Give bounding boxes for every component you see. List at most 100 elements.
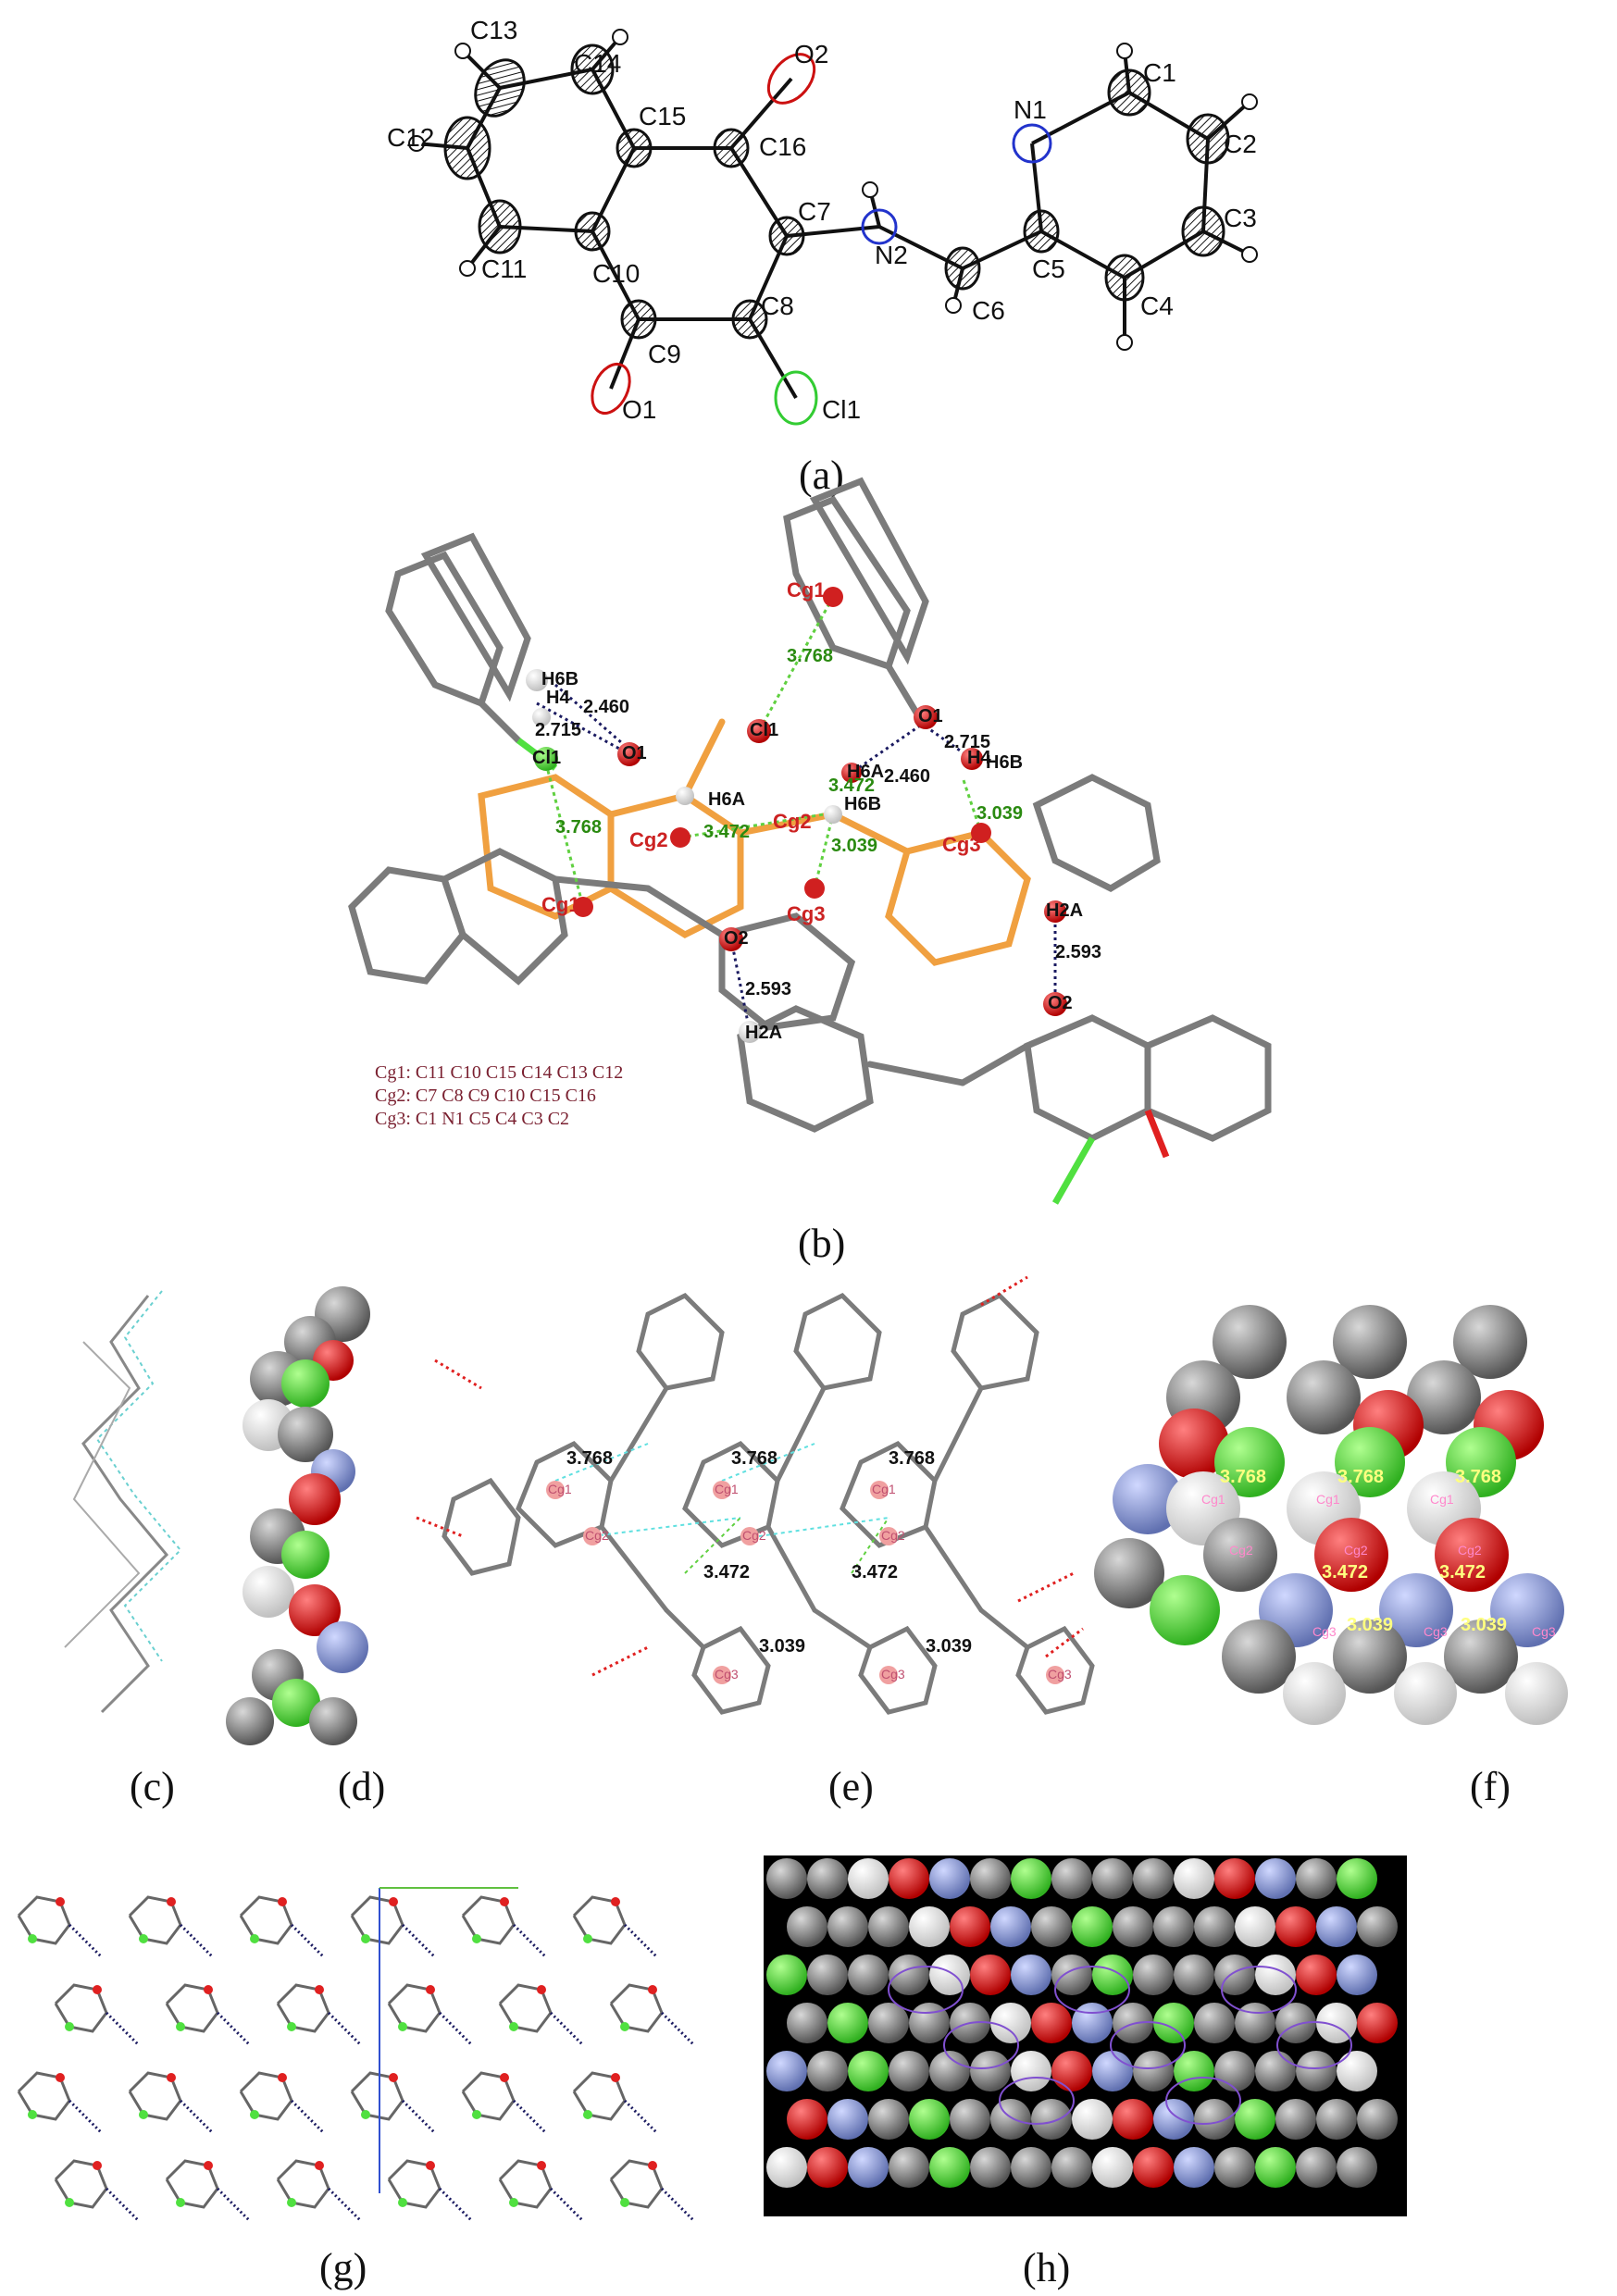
- panel-b-distances: 2.460 2.715 3.768 3.472 3.039 2.593 3.76…: [535, 646, 1101, 999]
- interaction-ring: [1110, 2021, 1186, 2069]
- atom-sphere: [1255, 1858, 1296, 1899]
- cg-label: Cg1: [1316, 1492, 1340, 1507]
- cg-label: Cg1: [1430, 1492, 1454, 1507]
- chlorine-atom: [287, 2198, 296, 2207]
- panel-label-e: (e): [828, 1764, 874, 1809]
- cg-legend-1: Cg1: C11 C10 C15 C14 C13 C12: [375, 1062, 623, 1083]
- atom-sphere: [1072, 2003, 1113, 2043]
- chlorine-atom: [583, 2110, 592, 2119]
- atom-sphere: [1235, 2003, 1275, 2043]
- atom-sphere: [1357, 2003, 1398, 2043]
- atom-sphere: [1031, 2003, 1072, 2043]
- interaction-ring: [1165, 2077, 1241, 2125]
- panel-d-spacefill: (d): [226, 1286, 385, 1809]
- hbond-line: [438, 2011, 474, 2047]
- panel-g-packing: (g): [17, 1887, 696, 2290]
- atom-label-c10: C10: [592, 259, 640, 288]
- atom-sphere: [1214, 1858, 1255, 1899]
- hbond-line: [216, 2187, 252, 2223]
- chlorine-atom: [65, 2022, 74, 2031]
- panel-label-f: (f): [1470, 1764, 1511, 1809]
- atom-label-c5: C5: [1032, 254, 1065, 283]
- atom-sphere: [1011, 2051, 1051, 2091]
- tag-h6b-2: H6B: [844, 794, 881, 814]
- atom-label-c7: C7: [798, 197, 831, 226]
- cg-label: Cg1: [548, 1482, 572, 1496]
- distance-label: 3.768: [731, 1448, 777, 1469]
- distance-label: 3.768: [1455, 1467, 1501, 1487]
- distance-label: 3.472: [1322, 1562, 1368, 1582]
- cg-label: Cg3: [881, 1667, 905, 1682]
- atom-sphere: [848, 1955, 889, 1995]
- hbond-line: [327, 2187, 363, 2223]
- panel-b-atoms: [526, 587, 1067, 1043]
- chlorine-atom: [361, 1934, 370, 1943]
- tag-h4-1: H4: [546, 688, 570, 708]
- panel-label-g: (g): [319, 2245, 367, 2290]
- atom-sphere: [1011, 1955, 1051, 1995]
- chlorine-atom: [361, 2110, 370, 2119]
- chlorine-atom: [28, 2110, 37, 2119]
- tag-cg1-1: Cg1: [541, 893, 580, 916]
- atom-sphere: [807, 2147, 848, 2188]
- distance-label: 3.039: [759, 1636, 805, 1657]
- tag-o2-1: O2: [724, 928, 749, 949]
- distance-label: 3.768: [787, 646, 833, 666]
- atom-sphere: [1153, 1906, 1194, 1947]
- atom-sphere: [1153, 2003, 1194, 2043]
- atom-sphere: [1051, 1858, 1092, 1899]
- atom-sphere: [889, 2147, 929, 2188]
- atom-label-c3: C3: [1224, 204, 1257, 232]
- interaction-ring: [999, 2077, 1075, 2125]
- oxygen-atom: [93, 2161, 102, 2170]
- chlorine-atom: [583, 1934, 592, 1943]
- oxygen-atom: [204, 1985, 213, 1994]
- panel-e-labels: 3.768 3.768 3.768 3.472 3.472 3.039 3.03…: [548, 1448, 1072, 1682]
- oxygen-atom: [56, 1897, 65, 1906]
- panel-b-tags: H6B H4 Cl1 O1 H6A Cg2 Cg1 O2 H2A Cg1 Cl1…: [532, 578, 1083, 1043]
- tag-cg2-1: Cg2: [629, 828, 668, 851]
- tag-h2a-2: H2A: [1046, 900, 1083, 921]
- oxygen-atom: [389, 2073, 398, 2082]
- oxygen-atom: [56, 2073, 65, 2082]
- atom-sphere: [1235, 1906, 1275, 1947]
- atom-sphere: [970, 1955, 1011, 1995]
- atom-sphere: [1337, 1858, 1377, 1899]
- panel-a-ortep: C13 C14 O2 C12 C15 C16 C11 C10 C7 N2 C9 …: [387, 16, 1258, 498]
- atom-label-c8: C8: [761, 292, 794, 320]
- distance-label: 3.472: [1439, 1562, 1486, 1582]
- oxygen-atom: [648, 2161, 657, 2170]
- atom-sphere: [1357, 2099, 1398, 2140]
- atom-sphere: [1133, 1955, 1174, 1995]
- interaction-ring: [888, 1966, 964, 2014]
- distance-label: 3.039: [1461, 1615, 1507, 1635]
- cg-label: Cg1: [1201, 1492, 1225, 1507]
- atom-sphere: [889, 1858, 929, 1899]
- tag-h4-2: H4: [967, 748, 991, 768]
- distance-label: 3.768: [555, 817, 602, 838]
- distance-label: 3.768: [566, 1448, 613, 1469]
- distance-label: 3.768: [1337, 1467, 1384, 1487]
- atom-sphere: [950, 2099, 990, 2140]
- panel-f-labels: 3.768 3.768 3.768 3.472 3.472 3.039 3.03…: [1201, 1467, 1556, 1639]
- cg-label: Cg2: [1458, 1543, 1482, 1558]
- atom-sphere: [787, 1906, 827, 1947]
- oxygen-atom: [167, 2073, 176, 2082]
- panel-e-contacts: [416, 1275, 1084, 1677]
- distance-label: 3.472: [852, 1562, 898, 1582]
- cg-label: Cg2: [585, 1528, 609, 1543]
- hbond-line: [105, 2187, 141, 2223]
- cg-label: Cg1: [872, 1482, 896, 1496]
- hbond-line: [216, 2011, 252, 2047]
- distance-label: 3.039: [926, 1636, 972, 1657]
- hbond-line: [290, 1923, 326, 1959]
- atom-sphere: [766, 2051, 807, 2091]
- oxygen-atom: [315, 2161, 324, 2170]
- panel-label-h: (h): [1023, 2245, 1070, 2290]
- atom-sphere: [1316, 1906, 1357, 1947]
- distance-label: 3.039: [1347, 1615, 1393, 1635]
- cg-label: Cg3: [1312, 1624, 1337, 1639]
- tag-cg3-2: Cg3: [942, 833, 981, 856]
- oxygen-atom: [167, 1897, 176, 1906]
- atom-label-o1: O1: [622, 395, 656, 424]
